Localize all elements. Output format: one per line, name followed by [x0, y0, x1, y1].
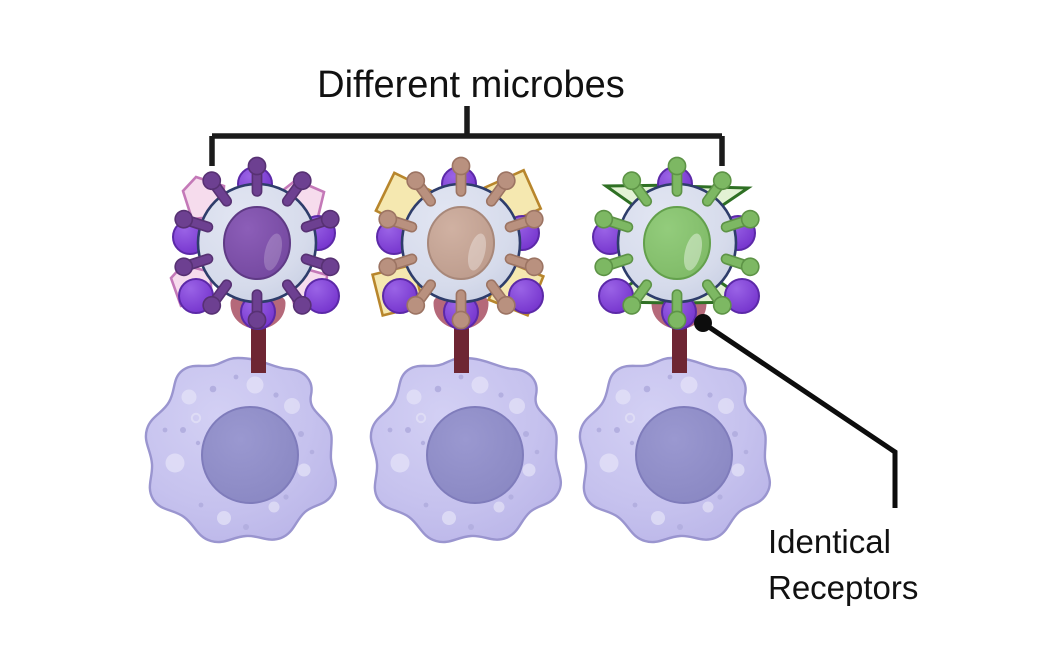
callout-label-line2: Receptors — [768, 569, 918, 606]
immune-cell-left — [144, 356, 337, 544]
leader-line — [701, 320, 898, 508]
cell-nucleus — [635, 406, 733, 504]
microbe-core — [643, 206, 711, 280]
receptor-stem — [454, 318, 469, 373]
receptor-callout: Identical Receptors — [694, 314, 918, 606]
rim-ball — [508, 278, 544, 314]
cell-nucleus — [201, 406, 299, 504]
receptor-stem — [672, 318, 687, 373]
cell-nucleus — [426, 406, 524, 504]
receptor-stem — [251, 318, 266, 373]
cell-speckles — [596, 374, 749, 530]
tan-microbe — [370, 156, 546, 330]
core-highlight — [467, 233, 487, 271]
pointer-dot — [694, 314, 712, 332]
microbe-core — [427, 206, 495, 280]
microbe-core — [223, 206, 291, 280]
bracket — [209, 106, 725, 166]
core-highlight — [683, 233, 703, 271]
rim-ball — [304, 278, 340, 314]
core-highlight — [263, 233, 283, 271]
immune-cell-right — [578, 356, 771, 544]
green-microbe — [592, 156, 762, 330]
page-title: Different microbes — [317, 64, 625, 106]
purple-microbe — [169, 156, 342, 330]
immune-cell-middle — [369, 356, 562, 544]
callout-label-line1: Identical — [768, 523, 891, 560]
rim-ball — [724, 278, 760, 314]
